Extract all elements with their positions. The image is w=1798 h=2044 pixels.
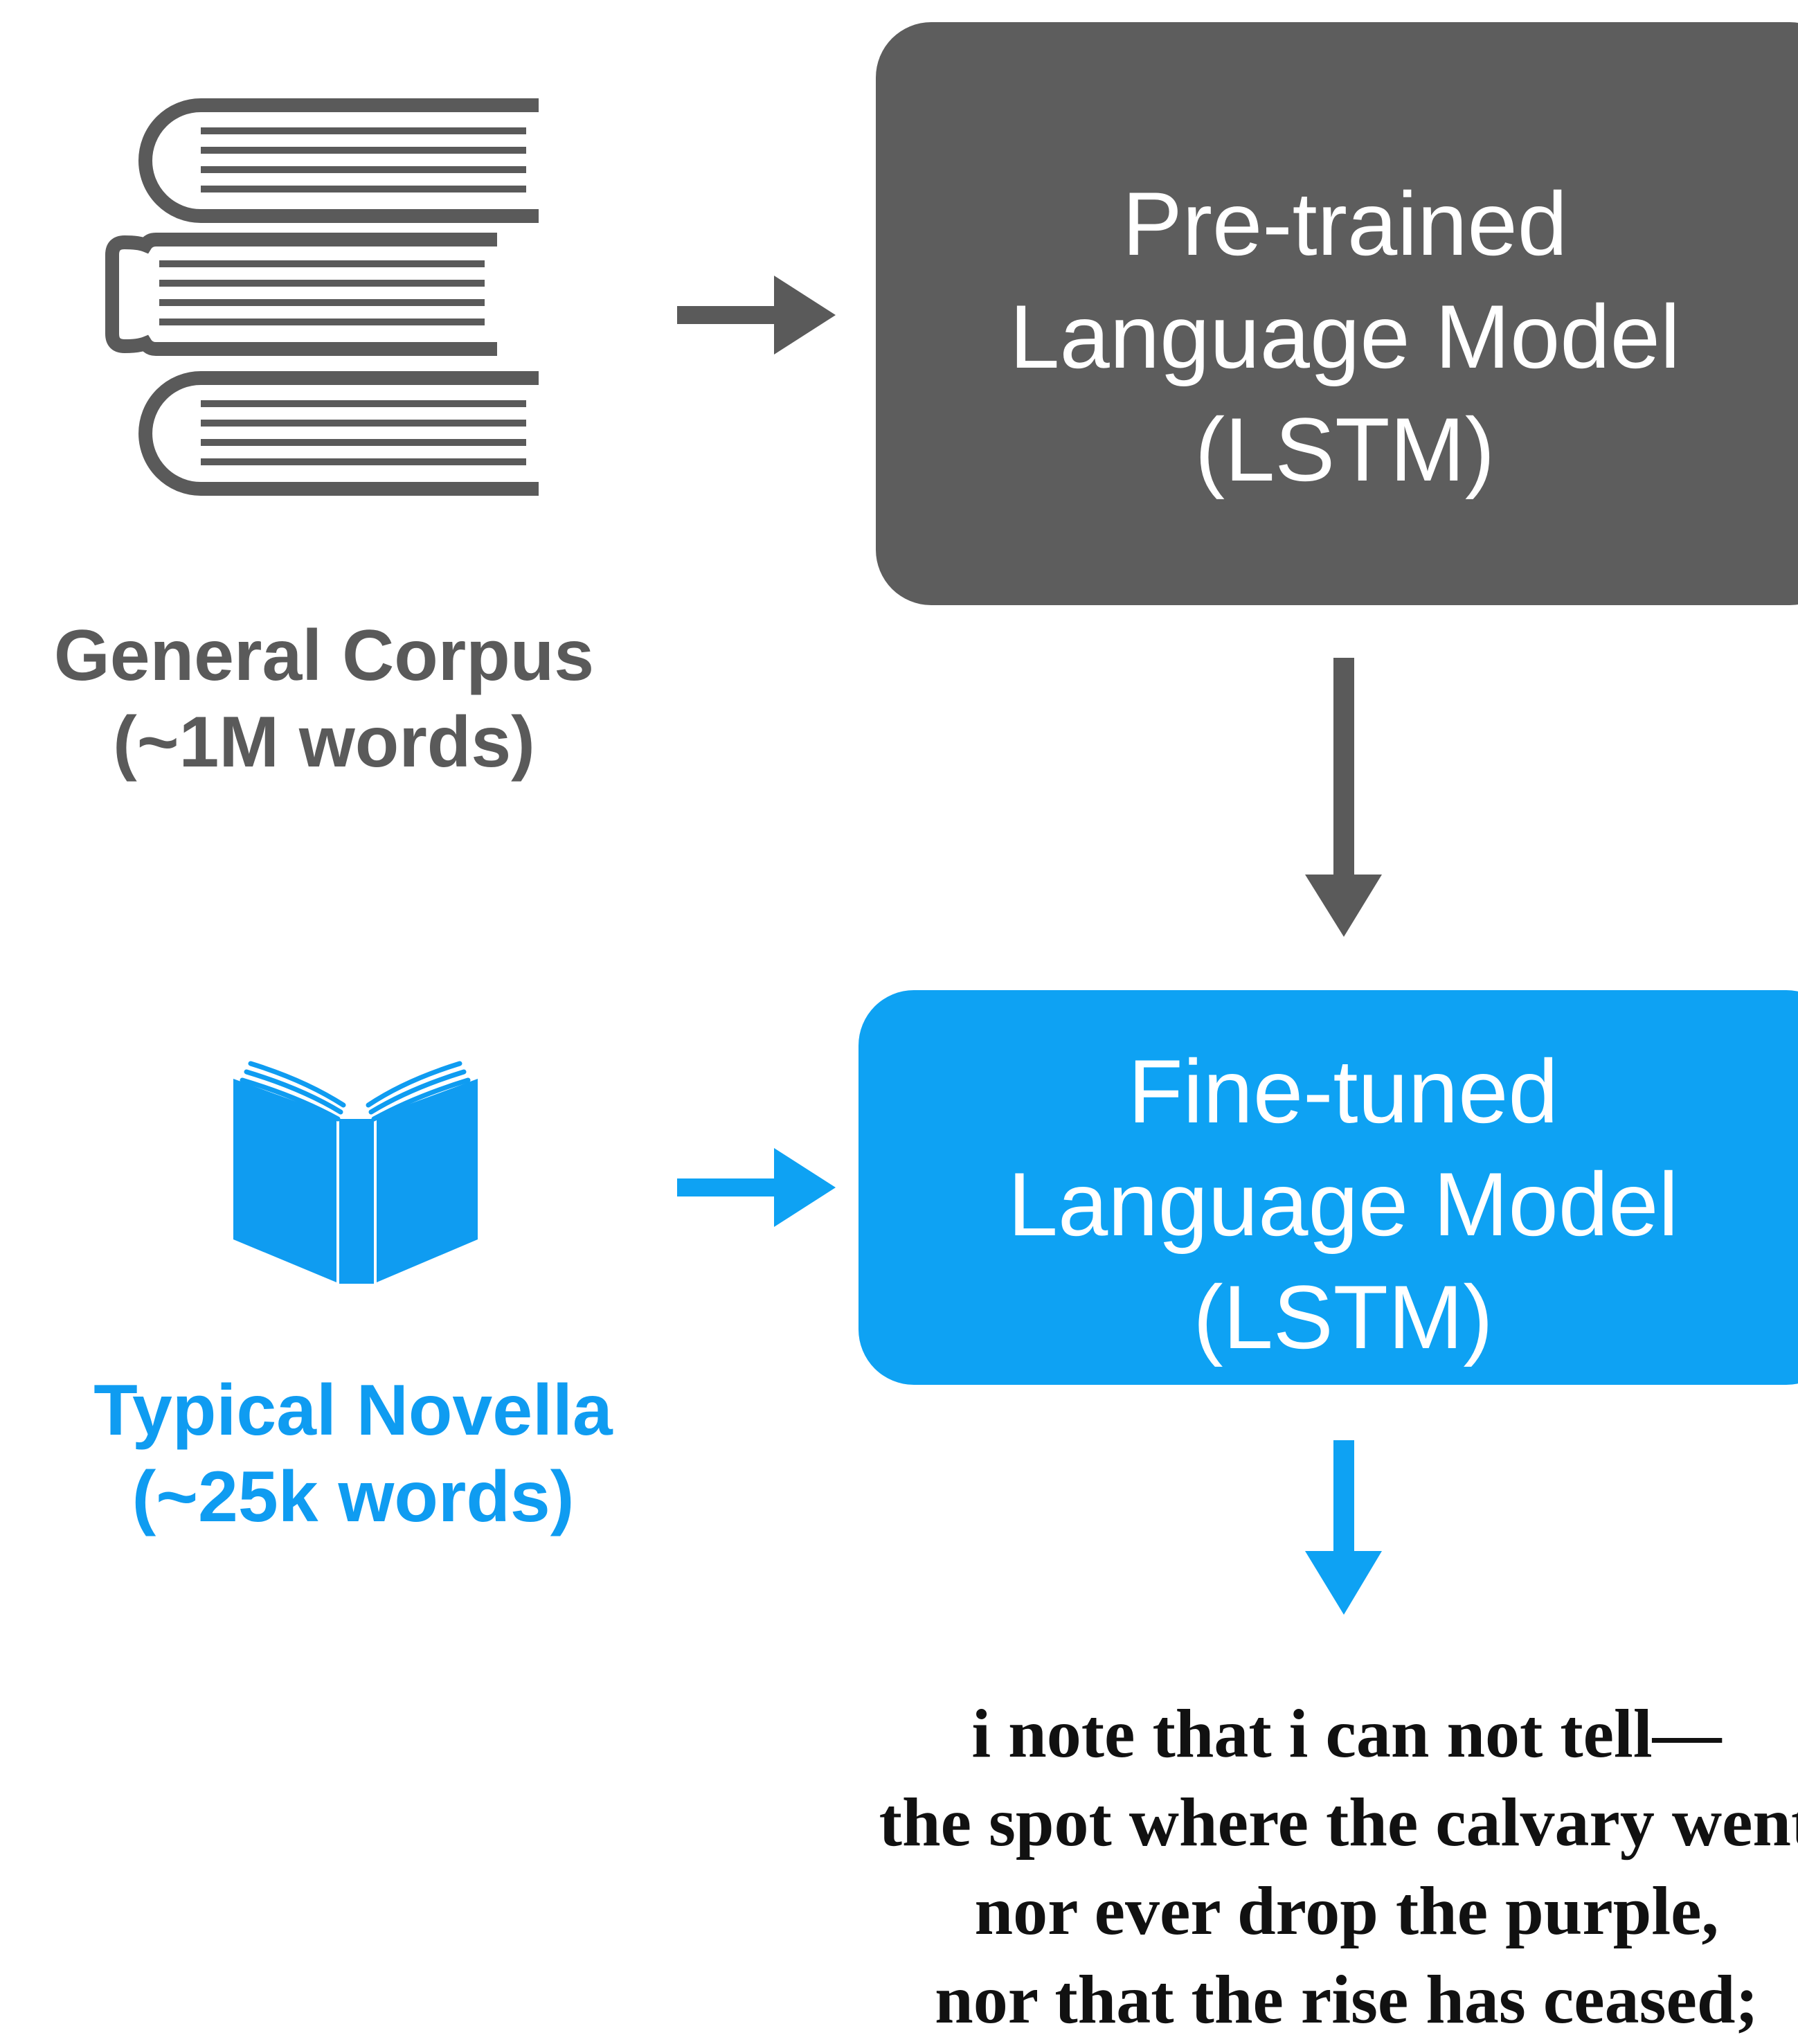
pretrained-model-line3: (LSTM) [1194, 399, 1495, 500]
poem-line: i note that i can not tell— [971, 1695, 1722, 1772]
finetuned-to-poem-arrow [1305, 1440, 1382, 1615]
poem-line: nor that the rise has ceased; [935, 1961, 1759, 2038]
finetuned-model-line2: Language Model [1007, 1154, 1679, 1255]
novella-title: Typical Novella [93, 1370, 613, 1451]
finetuned-model-box: Fine-tuned Language Model (LSTM) [858, 990, 1798, 1385]
general-corpus-caption: General Corpus (~1M words) [0, 613, 648, 786]
corpus-to-pretrained-arrow [677, 276, 836, 355]
novella-to-finetuned-arrow [677, 1148, 836, 1227]
novella-size: (~25k words) [132, 1457, 575, 1537]
novella-caption: Typical Novella (~25k words) [42, 1368, 665, 1541]
poem-line: the spot where the calvary went [879, 1784, 1798, 1861]
pretrained-model-line1: Pre-trained [1122, 173, 1568, 274]
stacked-books-icon [105, 98, 539, 496]
pretrained-model-box: Pre-trained Language Model (LSTM) [876, 22, 1798, 605]
general-corpus-title: General Corpus [53, 616, 595, 696]
poem-line: nor ever drop the purple, [974, 1872, 1719, 1949]
generated-poem: i note that i can not tell— the spot whe… [807, 1689, 1798, 2044]
pretrained-to-finetuned-arrow [1305, 658, 1382, 937]
finetuned-model-label: Fine-tuned Language Model (LSTM) [858, 1035, 1798, 1374]
finetuned-model-line1: Fine-tuned [1128, 1041, 1558, 1142]
open-book-icon [233, 1061, 478, 1284]
pretrained-model-line2: Language Model [1009, 286, 1680, 387]
pretrained-model-label: Pre-trained Language Model (LSTM) [876, 168, 1798, 506]
general-corpus-size: (~1M words) [113, 702, 535, 782]
finetuned-model-line3: (LSTM) [1193, 1266, 1493, 1368]
